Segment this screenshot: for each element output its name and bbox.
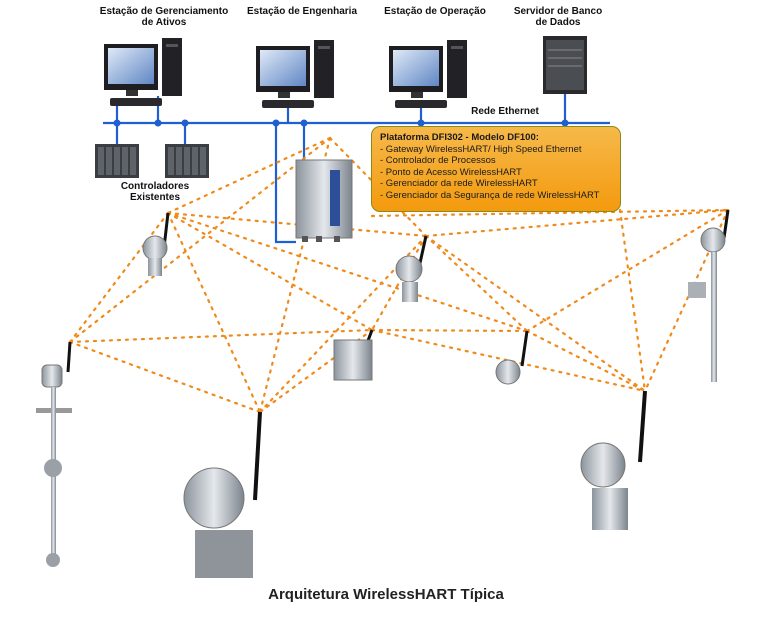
db-server-label: Servidor de Banco de Dados [513,6,603,28]
asset-station-label: Estação de Gerenciamento de Ativos [99,6,229,28]
platform-feature: - Controlador de Processos [380,155,496,167]
database-server [543,36,587,94]
df100-gateway [295,159,353,242]
platform-callout: Plataforma DFI302 - Modelo DF100: - Gate… [371,126,621,212]
existing-controller [95,144,139,178]
existing-controller [165,144,209,178]
diagram-caption: Arquitetura WirelessHART Típica [268,586,504,603]
wireless-level-probe [36,341,72,567]
wireless-transmitter [142,212,170,276]
wireless-temperature-transmitter [495,330,529,385]
wireless-vertical-transmitter [688,209,730,382]
wireless-pressure-transmitter [395,235,428,302]
ethernet-nodes [113,119,569,127]
platform-feature: - Ponto de Acesso WirelessHART [380,166,522,178]
controllers-label: Controladores Existentes [120,181,190,203]
wireless-differential-pressure-transmitter [183,411,262,578]
asset-management-station [104,38,182,106]
platform-title: Plataforma DFI302 - Modelo DF100: [380,132,539,143]
platform-feature: - Gerenciador da Segurança de rede Wirel… [380,189,600,201]
operation-station-label: Estação de Operação [384,6,486,17]
platform-feature: - Gerenciador da rede WirelessHART [380,178,538,190]
ethernet-label: Rede Ethernet [471,106,539,117]
engineering-station-label: Estação de Engenharia [246,6,358,17]
platform-feature: - Gateway WirelessHART/ High Speed Ether… [380,143,582,155]
wireless-adapter [333,329,374,381]
engineering-station [256,40,334,108]
wireless-field-transmitter [580,390,647,530]
operation-station [389,40,467,108]
